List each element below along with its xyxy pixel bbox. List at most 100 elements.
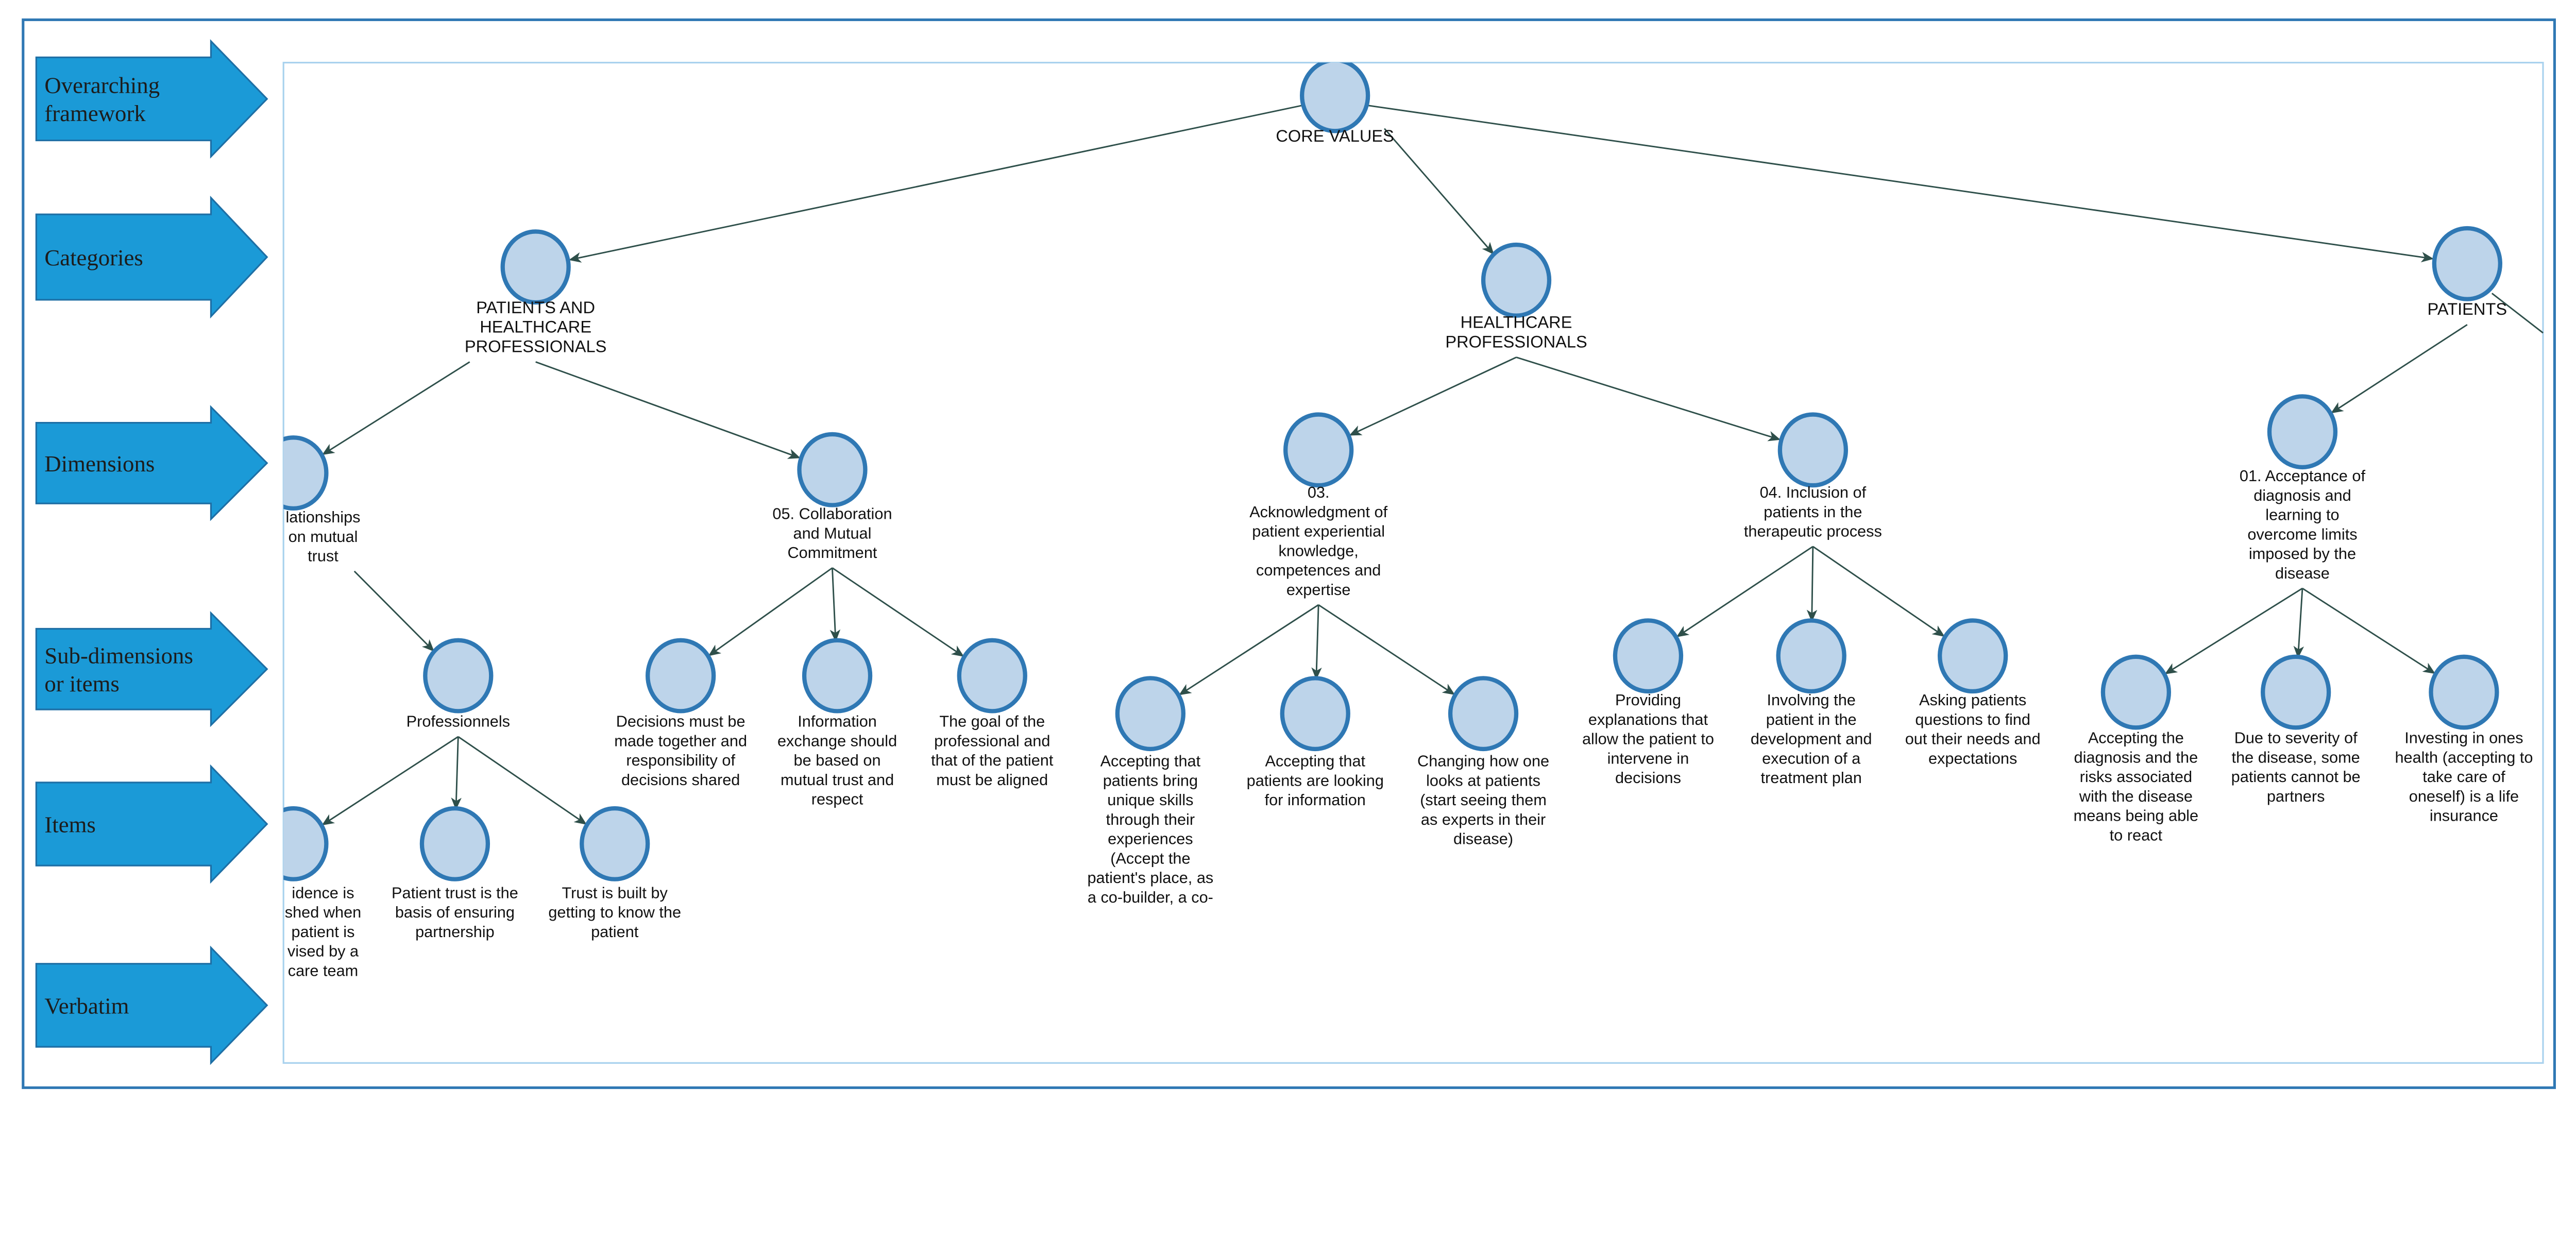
node-label: imposed by the [2249,545,2356,563]
node-label: for information [1265,791,1366,809]
node-label: be based on [794,751,881,769]
edge-arrow [1367,105,2434,263]
node-label: the disease, some [2232,748,2360,766]
node-circle[interactable] [2100,654,2171,730]
nodes: CORE VALUES PATIENTS ANDHEALTHCAREPROFESS… [260,60,2533,979]
node-label: Professionnels [406,712,510,731]
node-circle[interactable] [500,229,571,305]
node-circle[interactable] [1300,60,1370,133]
node-circle[interactable] [1448,676,1519,752]
node-label: expectations [1928,749,2017,767]
node-circle[interactable] [260,435,329,511]
level-arrows: OverarchingframeworkCategoriesDimensions… [35,39,268,1065]
node-circle[interactable] [2429,654,2499,730]
node-label: Accepting that [1100,752,1201,770]
node-circle[interactable] [1115,676,1186,752]
node-label: a co-builder, a co- [1088,888,1213,906]
node-circle[interactable] [2267,394,2338,470]
node-circle[interactable] [260,806,329,881]
level-label: Categories [44,245,143,270]
node-label: PROFESSIONALS [1445,332,1587,351]
node-label: 04. Inclusion of [1760,483,1867,501]
node-label: knowledge, [1278,541,1358,559]
level-label: or items [44,671,119,697]
node-label: health (accepting to [2395,748,2533,766]
edge-arrow [1318,604,1455,695]
node-circle[interactable] [1938,618,2008,694]
tree-node[interactable]: CORE VALUES [1276,60,1394,145]
node-label: 05. Collaboration [772,505,892,523]
node-label: basis of ensuring [395,903,515,921]
node-circle[interactable] [1283,412,1354,488]
node-label: responsibility of [626,751,735,769]
node-circle[interactable] [2432,226,2502,301]
arrow-shape [35,611,268,727]
node-label: Involving the [1767,691,1855,709]
tree-node[interactable]: Professionnels [406,638,510,731]
node-label: as experts in their [1421,810,1546,828]
node-label: HEALTHCARE [480,317,591,336]
edge-arrow [1676,546,1814,638]
node-label: professional and [934,732,1050,750]
node-label: lationships [285,508,360,526]
edge-arrow [568,105,1302,263]
node-label: PATIENTS [2428,299,2507,318]
node-label: looks at patients [1426,771,1540,789]
node-circle[interactable] [580,806,650,881]
node-circle[interactable] [1481,242,1552,318]
node-circle[interactable] [2261,654,2331,730]
edge-arrow [2293,588,2304,659]
node-label: Acknowledgment of [1249,503,1387,521]
node-circle[interactable] [1776,618,1846,694]
edge-arrow [1516,357,1781,442]
node-label: risks associated [2080,768,2192,786]
node-label: intervene in [1607,749,1689,767]
node-circle[interactable] [646,638,716,714]
node-circle[interactable] [957,638,1027,714]
node-label: execution of a [1762,749,1861,767]
node-label: patient's place, as [1087,869,1213,887]
node-circle[interactable] [1777,412,1848,488]
diagram-panel [282,61,2544,1064]
node-label: HEALTHCARE [1461,313,1572,332]
node-circle[interactable] [802,638,873,714]
edge-arrow [451,736,462,810]
edge-arrow [1178,604,1319,695]
node-circle[interactable] [423,638,494,714]
node-label: allow the patient to [1582,730,1714,748]
node-circle[interactable] [1280,676,1350,752]
edge-arrow [2302,587,2436,674]
node-label: learning to [2265,506,2339,524]
node-label: Commitment [787,544,877,562]
node-circle[interactable] [1613,618,1684,694]
node-label: care team [288,961,359,979]
edge-arrow [1384,128,1495,255]
node-circle[interactable] [797,432,868,507]
edge-arrow [457,736,587,825]
node-circle[interactable] [419,806,490,881]
tree-node[interactable]: PATIENTS [2428,226,2507,318]
level-label: Sub-dimensions [44,643,193,669]
